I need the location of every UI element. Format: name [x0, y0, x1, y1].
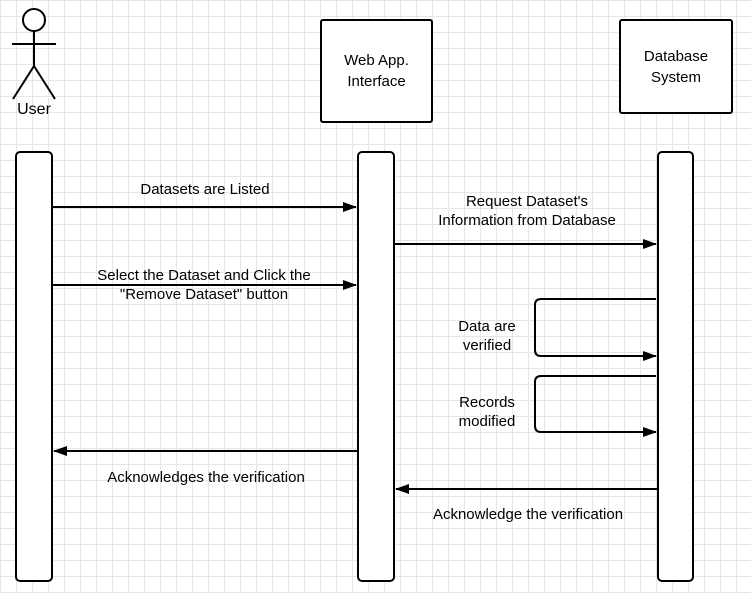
- participant-web-app-interface: Web App. Interface: [320, 19, 433, 123]
- participant-web-app-line2: Interface: [347, 73, 406, 90]
- message-label-select-remove-dataset: Select the Dataset and Click the "Remove…: [97, 267, 311, 303]
- web-app-lifeline: [357, 151, 395, 582]
- participant-database-line2: System: [650, 68, 701, 86]
- message-label-records-modified: Records modified: [458, 394, 516, 430]
- user-actor-icon: [12, 8, 56, 100]
- message-label-acknowledge-verification: Acknowledge the verification: [432, 506, 624, 523]
- participant-web-app-line1: Web App.: [344, 52, 409, 69]
- message-label-data-verified: Data are verified: [458, 318, 516, 354]
- user-actor-label: User: [17, 101, 51, 118]
- message-label-acknowledges-verification: Acknowledges the verification: [107, 469, 305, 486]
- database-lifeline: [657, 151, 694, 582]
- self-message-arrow-data-verified: [534, 298, 657, 361]
- user-lifeline: [15, 151, 53, 582]
- participant-database-system: Database System: [619, 19, 733, 114]
- self-message-arrow-records-modified: [534, 375, 657, 437]
- message-label-datasets-listed: Datasets are Listed: [140, 181, 270, 198]
- participant-database-line1: Database: [643, 47, 709, 65]
- message-label-request-dataset-info: Request Dataset's Information from Datab…: [438, 193, 616, 229]
